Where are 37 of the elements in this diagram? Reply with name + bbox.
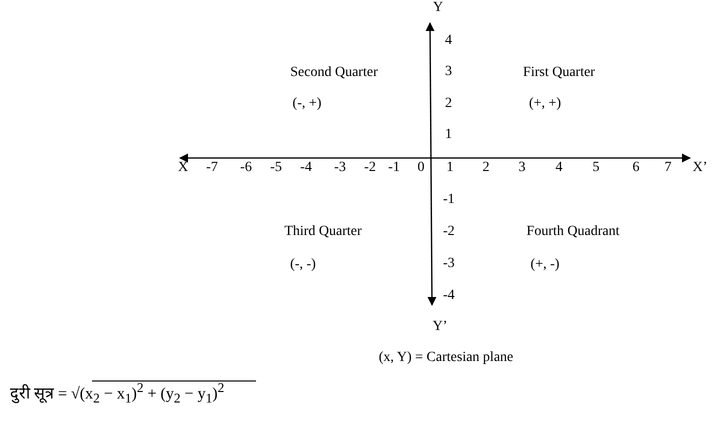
tick-label: 7 (664, 161, 672, 175)
tick-label: -4 (300, 161, 312, 175)
sign-label: (-, +) (292, 97, 322, 111)
quadrant-label: First Quarter (523, 66, 595, 80)
axis-label: X’ (692, 161, 708, 175)
caption: (x, Y) = Cartesian plane (378, 351, 514, 365)
tick-label: -3 (334, 161, 346, 175)
tick-label: -4 (443, 289, 455, 303)
tick-label: 1 (446, 161, 454, 175)
tick-label: 6 (632, 161, 640, 175)
quadrant-label: Third Quarter (284, 225, 362, 239)
sign-label: (+, -) (530, 258, 560, 272)
tick-label: 4 (445, 34, 452, 48)
quadrant-label: Fourth Quadrant (526, 225, 620, 239)
tick-label: -1 (388, 161, 400, 175)
tick-label: 1 (445, 128, 452, 142)
tick-label: 3 (518, 161, 526, 175)
tick-label: -7 (206, 161, 218, 175)
tick-label: -2 (443, 225, 455, 239)
tick-label: 5 (592, 161, 600, 175)
tick-label: 2 (445, 97, 452, 111)
axis-label: Y’ (432, 320, 448, 334)
axis-label: Y (432, 1, 444, 15)
distance-formula: दुरी सूत्र = √(x$_{2}$ − x$_{1}$)$^{2}$ + (y$_{2}$ − y$_{1}$)$^{2}$ (10, 381, 224, 405)
tick-label: 0 (418, 161, 424, 175)
sign-label: (+, +) (528, 97, 562, 111)
sign-label: (-, -) (290, 258, 316, 272)
quadrant-label: Second Quarter (290, 66, 378, 80)
tick-label: 3 (445, 65, 452, 79)
tick-label: 2 (482, 161, 490, 175)
tick-label: -6 (240, 161, 252, 175)
tick-label: -3 (443, 257, 455, 271)
tick-label: -2 (364, 161, 376, 175)
tick-label: -1 (443, 193, 455, 207)
tick-label: 4 (556, 161, 562, 175)
tick-label: -5 (270, 161, 282, 175)
axis-label: X (178, 161, 188, 175)
